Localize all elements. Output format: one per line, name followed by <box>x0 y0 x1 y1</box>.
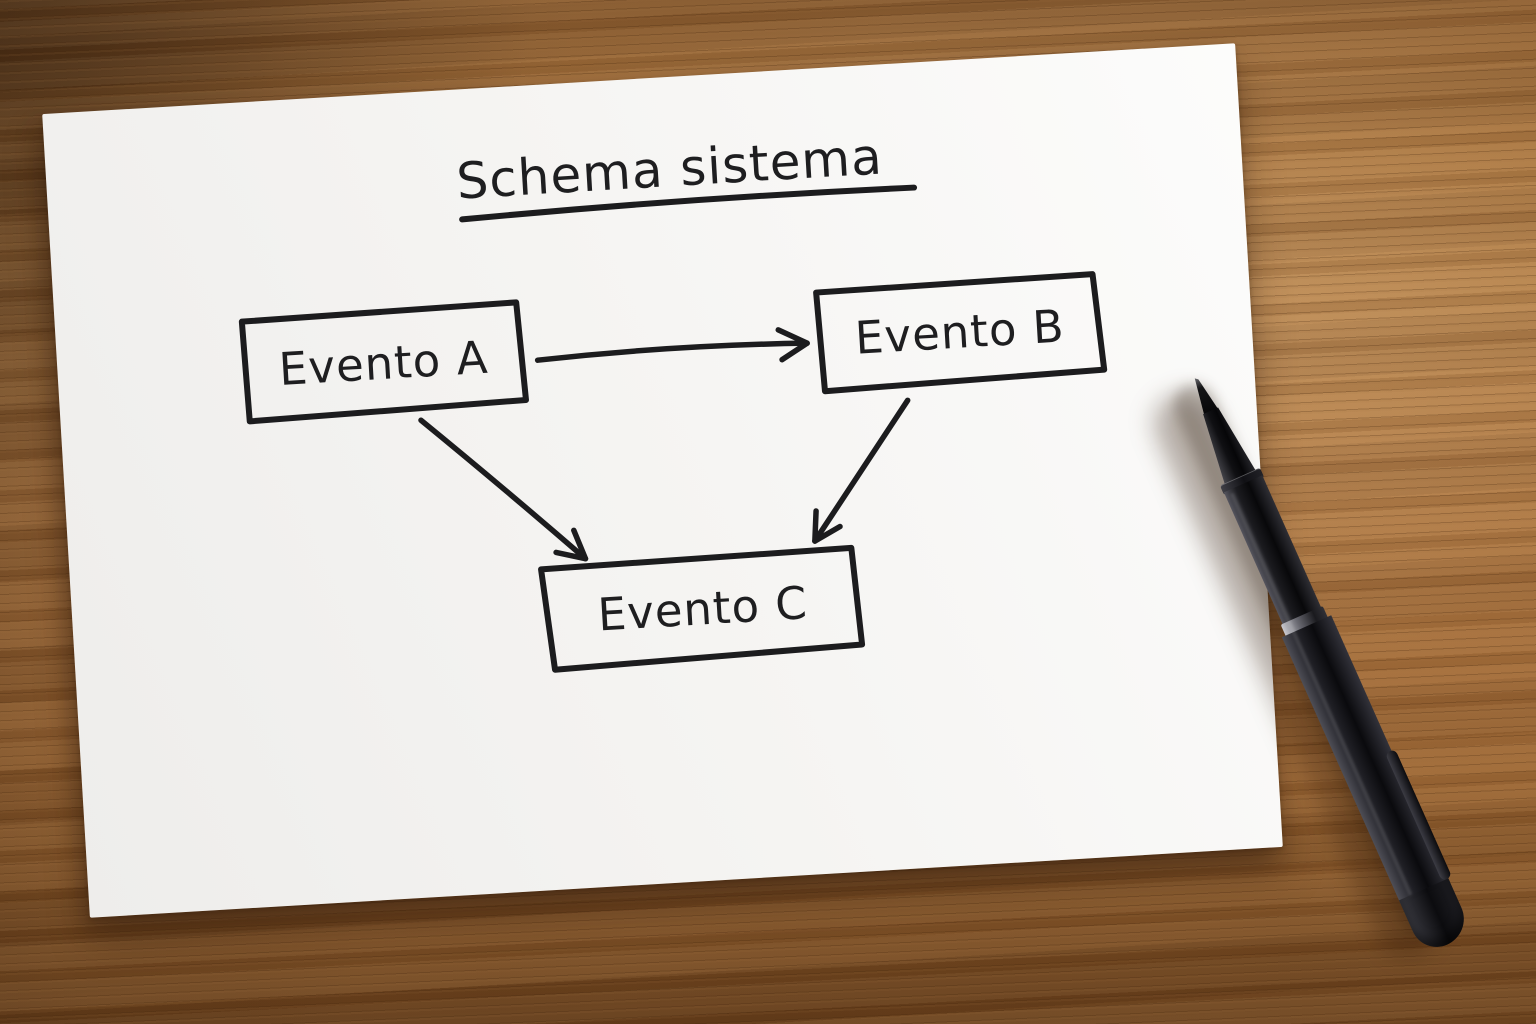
diagram-title: Schema sistema <box>455 127 884 210</box>
edge-a-to-c <box>418 417 589 562</box>
title-underline <box>459 184 918 223</box>
edge-b-to-c <box>812 397 911 544</box>
node-box-evento-b <box>813 271 1108 395</box>
paper-sheet: Schema sistema Evento A Evento B Evento … <box>42 43 1283 918</box>
edge-a-to-b <box>534 340 810 363</box>
node-label-evento-b: Evento B <box>854 299 1066 364</box>
node-box-evento-a <box>238 299 529 425</box>
arrowhead-a-to-b <box>775 327 810 363</box>
node-label-evento-c: Evento C <box>596 576 809 641</box>
arrowhead-a-to-c <box>553 527 589 562</box>
node-label-evento-a: Evento A <box>277 331 489 396</box>
arrowhead-b-to-c <box>812 508 843 544</box>
node-box-evento-c <box>538 544 866 673</box>
hand-drawn-diagram: Schema sistema Evento A Evento B Evento … <box>238 127 1108 673</box>
